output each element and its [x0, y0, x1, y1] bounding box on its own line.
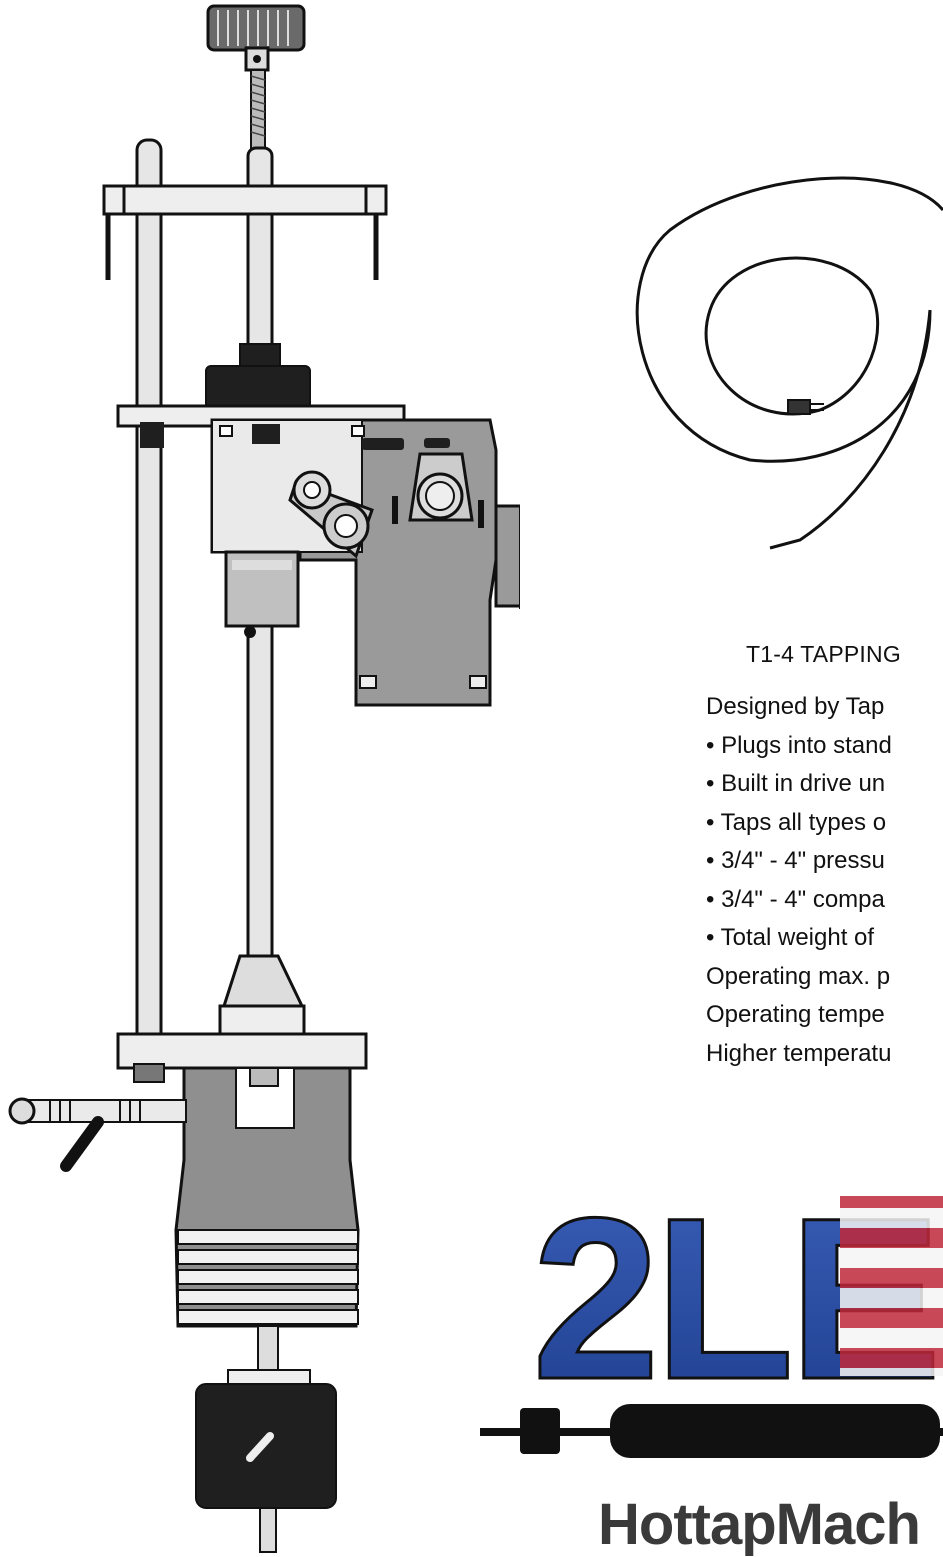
spec-line: • Taps all types o — [706, 808, 887, 836]
brand-site-text: HottapMach — [598, 1492, 921, 1557]
spec-line: Operating tempe — [706, 1001, 885, 1028]
lower-plate — [116, 1032, 368, 1070]
top-crossbar — [118, 184, 374, 216]
spec-line: • 3/4" - 4" pressu — [706, 847, 885, 874]
spec-line: Operating max. p — [706, 962, 891, 990]
flag-logo: 2LE — [480, 1169, 943, 1458]
tapping-machine-illustration — [8, 4, 520, 1553]
spec-line: • Total weight of — [706, 924, 875, 951]
spec-line: Higher temperatu — [706, 1039, 892, 1067]
spec-line: • 3/4" - 4" compa — [706, 885, 885, 913]
top-knob — [206, 4, 306, 52]
spec-line: Designed by Tap — [706, 693, 885, 720]
spec-line: • Plugs into stand — [706, 731, 892, 759]
power-cord-icon — [635, 176, 943, 550]
spec-line: • Built in drive un — [706, 770, 886, 797]
drive-handle — [494, 504, 520, 608]
product-title: T1-4 TAPPING — [746, 641, 901, 667]
spec-list: Designed by Tap • Plugs into stand • Bui… — [706, 688, 892, 1073]
left-guide-rod — [135, 138, 163, 1062]
